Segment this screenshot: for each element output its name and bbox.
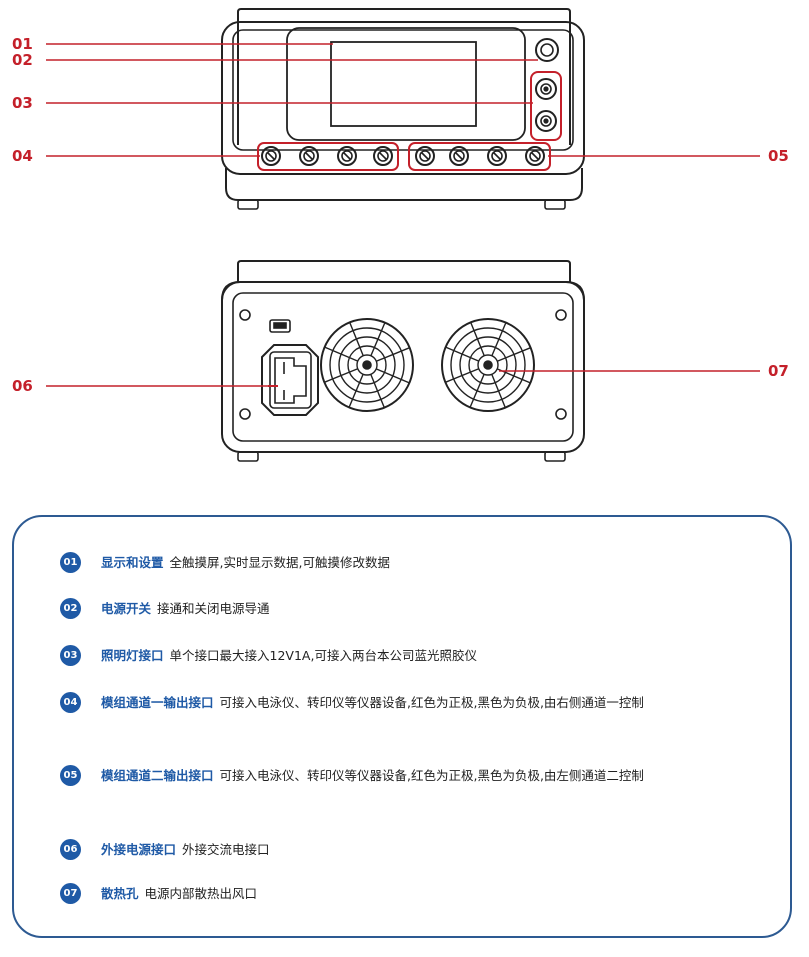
screen-bezel [286, 27, 526, 141]
legend-desc: 外接交流电接口 [182, 842, 270, 857]
legend-title: 电源开关 [101, 601, 152, 616]
front-view [221, 8, 585, 210]
legend-desc: 可接入电泳仪、转印仪等仪器设备,红色为正极,黑色为负极,由左侧通道二控制 [219, 768, 644, 783]
legend-item: 01 显示和设置全触摸屏,实时显示数据,可触摸修改数据 [60, 550, 791, 576]
legend-desc: 可接入电泳仪、转印仪等仪器设备,红色为正极,黑色为负极,由右侧通道一控制 [219, 695, 644, 710]
legend-badge: 07 [60, 883, 81, 904]
legend-badge: 06 [60, 839, 81, 860]
back-view [221, 260, 585, 462]
callout-number-07: 07 [768, 362, 789, 380]
usb-port [269, 319, 291, 333]
terminal-jack [337, 146, 357, 166]
legend-desc: 单个接口最大接入12V1A,可接入两台本公司蓝光照胶仪 [169, 648, 477, 663]
legend-desc: 电源内部散热出风口 [144, 886, 258, 901]
terminal-jack [261, 146, 281, 166]
callout-number-06: 06 [12, 377, 33, 395]
legend-item: 07 散热孔电源内部散热出风口 [60, 881, 791, 907]
legend-badge: 01 [60, 552, 81, 573]
terminal-jack [415, 146, 435, 166]
legend-title: 模组通道一输出接口 [101, 695, 214, 710]
legend-item: 03 照明灯接口单个接口最大接入12V1A,可接入两台本公司蓝光照胶仪 [60, 643, 791, 669]
power-inlet [261, 344, 319, 416]
light-port-2 [535, 110, 557, 132]
legend-title: 模组通道二输出接口 [101, 768, 214, 783]
callout-number-02: 02 [12, 51, 33, 69]
legend-item: 05 模组通道二输出接口可接入电泳仪、转印仪等仪器设备,红色为正极,黑色为负极,… [60, 763, 791, 789]
device-diagram [46, 8, 760, 462]
fan-grille-left [320, 318, 414, 412]
legend-item: 02 电源开关接通和关闭电源导通 [60, 596, 791, 622]
callout-number-05: 05 [768, 147, 789, 165]
callout-number-04: 04 [12, 147, 33, 165]
terminal-jack [373, 146, 393, 166]
legend-panel: 01 显示和设置全触摸屏,实时显示数据,可触摸修改数据 02 电源开关接通和关闭… [12, 515, 792, 938]
fan-grille-right [441, 318, 535, 412]
legend-badge: 04 [60, 692, 81, 713]
terminal-jack [449, 146, 469, 166]
legend-item: 04 模组通道一输出接口可接入电泳仪、转印仪等仪器设备,红色为正极,黑色为负极,… [60, 690, 791, 716]
terminal-jack [525, 146, 545, 166]
callout-number-03: 03 [12, 94, 33, 112]
legend-badge: 02 [60, 598, 81, 619]
legend-title: 显示和设置 [101, 555, 164, 570]
legend-title: 照明灯接口 [101, 648, 164, 663]
light-port-1 [535, 78, 557, 100]
legend-item: 06 外接电源接口外接交流电接口 [60, 837, 791, 863]
output-terminals [261, 146, 545, 166]
display-screen [330, 41, 477, 127]
legend-desc: 接通和关闭电源导通 [157, 601, 270, 616]
power-switch [535, 38, 559, 62]
terminal-jack [299, 146, 319, 166]
legend-badge: 05 [60, 765, 81, 786]
legend-desc: 全触摸屏,实时显示数据,可触摸修改数据 [169, 555, 390, 570]
legend-title: 散热孔 [101, 886, 139, 901]
callout-number-01: 01 [12, 35, 33, 53]
terminal-jack [487, 146, 507, 166]
callout-lines [46, 43, 760, 387]
legend-title: 外接电源接口 [101, 842, 177, 857]
legend-badge: 03 [60, 645, 81, 666]
